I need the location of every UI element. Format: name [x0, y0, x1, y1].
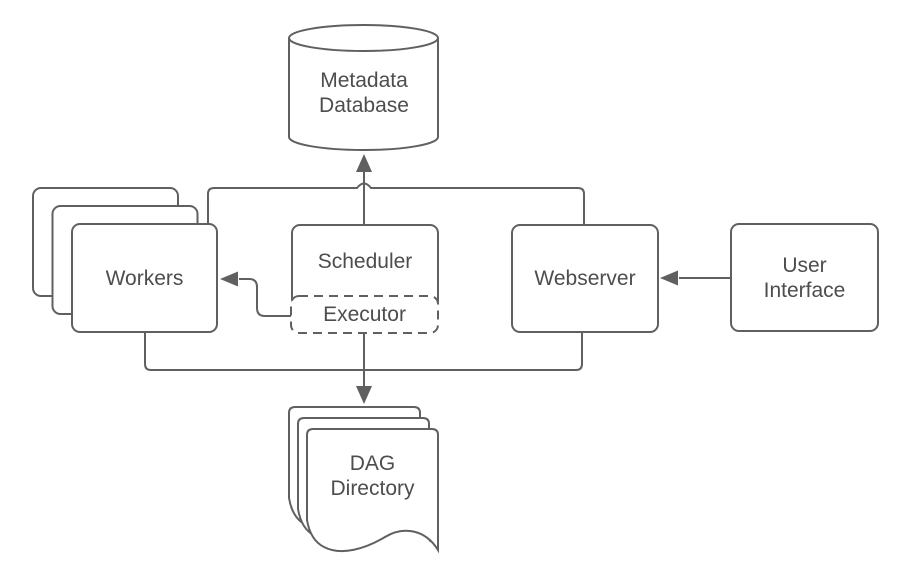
- edge-top-trunk: [207, 182, 585, 225]
- metadata-database-cylinder-top: [288, 24, 439, 52]
- metadata-database-node: [288, 24, 439, 151]
- workers-box-front: [71, 223, 218, 333]
- arrowhead-into-workers: [220, 271, 238, 287]
- arrowhead-into-webserver: [660, 270, 678, 286]
- edge-executor-to-workers-line: [239, 278, 291, 317]
- arrowhead-into-dag-directory: [356, 386, 372, 404]
- dag-directory-node: [288, 406, 439, 554]
- user-interface-box: [730, 223, 879, 332]
- metadata-database-cylinder-body: [288, 38, 439, 151]
- executor-box: [290, 295, 439, 334]
- dag-document-front: [306, 428, 439, 554]
- arrowhead-into-metadata-database: [356, 154, 372, 172]
- workers-node: [32, 187, 218, 333]
- arrowheads: [220, 154, 678, 404]
- connectors: [144, 172, 731, 386]
- webserver-box: [511, 224, 659, 333]
